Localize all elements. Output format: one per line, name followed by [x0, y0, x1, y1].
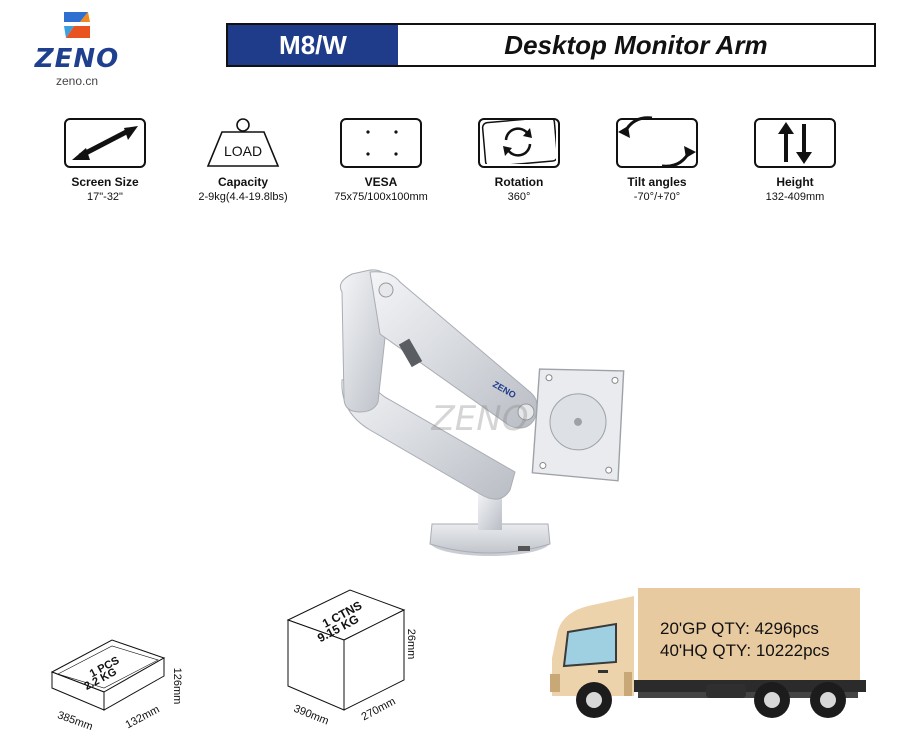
- inner-box-diagram: 1 PCS 2.2 KG 385mm 132mm 126mm: [40, 630, 200, 735]
- height-arrows-icon: [754, 118, 836, 168]
- spec-value: 2-9kg(4.4-19.8lbs): [198, 191, 288, 203]
- container-20gp-qty: 20'GP QTY: 4296pcs: [660, 619, 819, 638]
- carton-diagram: 1 CTNS 9.15 KG 390mm 270mm 26mm: [280, 582, 420, 732]
- load-icon-text: LOAD: [224, 143, 262, 159]
- product-title: Desktop Monitor Arm: [504, 29, 768, 60]
- spec-screen-size: Screen Size 17"-32": [30, 118, 180, 203]
- spec-value: 75x75/100x100mm: [334, 191, 428, 203]
- spec-label: Tilt angles: [627, 175, 687, 189]
- title-bar: M8/W Desktop Monitor Arm: [226, 23, 876, 67]
- container-40hq-qty: 40'HQ QTY: 10222pcs: [660, 641, 830, 660]
- container-truck-illustration: [538, 588, 868, 728]
- carton-height: 26mm: [405, 629, 417, 660]
- spec-label: Screen Size: [71, 175, 139, 189]
- zeno-logo-mark-icon: [64, 12, 90, 38]
- spec-label: Rotation: [494, 175, 544, 189]
- spec-rotation: Rotation 360°: [444, 118, 594, 203]
- brand-site: zeno.cn: [55, 74, 99, 88]
- spec-value: 360°: [507, 191, 531, 203]
- inner-box-width: 132mm: [124, 703, 162, 730]
- spec-label: Height: [776, 175, 814, 189]
- load-weight-icon: LOAD: [202, 118, 284, 168]
- spec-label: VESA: [364, 175, 398, 189]
- model-number: M8/W: [228, 25, 398, 65]
- screen-size-arrow-icon: [64, 118, 146, 168]
- product-watermark: ZENO: [431, 399, 529, 439]
- monitor-arm-image: ZENO ZENO: [330, 262, 630, 562]
- inner-box-height: 126mm: [171, 668, 183, 705]
- spec-capacity: LOAD Capacity 2-9kg(4.4-19.8lbs): [168, 118, 318, 203]
- brand-name: ZENO: [34, 44, 120, 74]
- spec-value: 132-409mm: [765, 191, 825, 203]
- inner-box-length: 385mm: [56, 709, 95, 730]
- spec-tilt: Tilt angles -70°/+70°: [582, 116, 732, 203]
- container-quantity-text: 20'GP QTY: 4296pcs 40'HQ QTY: 10222pcs: [660, 618, 830, 662]
- spec-label: Capacity: [217, 175, 269, 189]
- spec-value: -70°/+70°: [633, 191, 681, 203]
- rotation-icon: [478, 118, 560, 168]
- truck-wheel-icon: [576, 682, 846, 718]
- tilt-icon: [616, 116, 698, 168]
- spec-height: Height 132-409mm: [720, 118, 870, 203]
- carton-length: 390mm: [292, 703, 331, 727]
- vesa-holes-icon: [340, 118, 422, 168]
- spec-value: 17"-32": [87, 191, 123, 203]
- brand-logo: ZENO zeno.cn: [22, 8, 132, 88]
- spec-vesa: VESA 75x75/100x100mm: [306, 118, 456, 203]
